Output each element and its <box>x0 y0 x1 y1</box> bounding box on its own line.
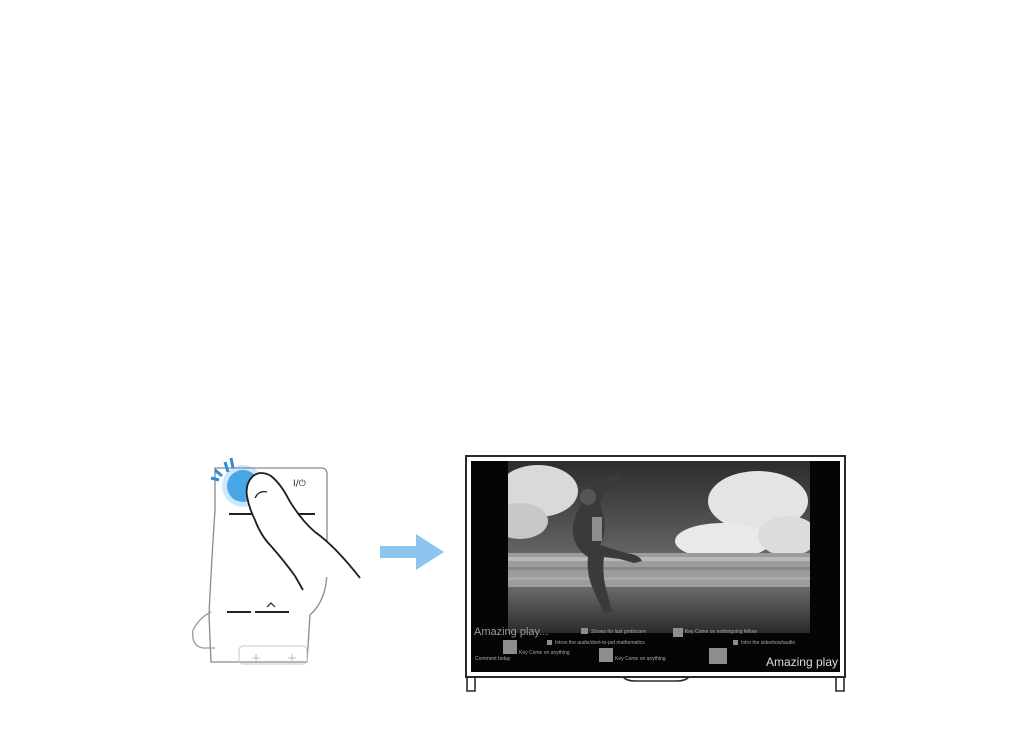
remote-control-illustration: + + I/⏻ <box>185 450 375 665</box>
overlay-thumbnail <box>599 648 613 662</box>
overlay-item: Key Come on anything <box>519 650 570 656</box>
overlay-item: Key Come on anything <box>615 656 666 662</box>
overlay-thumbnail <box>547 640 552 645</box>
svg-text:+: + <box>287 651 297 665</box>
overlay-thumbnail <box>673 628 683 637</box>
overlay-item: Shows for last gmt/score <box>591 629 646 635</box>
overlay-title-right: Amazing play <box>766 655 838 669</box>
power-button-label: I/⏻ <box>293 479 306 489</box>
overlay-thumbnail <box>733 640 738 645</box>
tv-info-overlay: Amazing play... Shows for last gmt/score… <box>471 626 840 672</box>
tv-bezel: Amazing play... Shows for last gmt/score… <box>465 455 846 678</box>
overlay-item: Key Come on nothingoing fellow <box>685 629 757 635</box>
overlay-thumbnail <box>503 640 517 654</box>
overlay-item: Intros the audio/dont-to-pet mathematics <box>555 640 645 646</box>
television: Amazing play... Shows for last gmt/score… <box>465 455 846 695</box>
overlay-title-left: Amazing play... <box>474 626 548 638</box>
tv-screen: Amazing play... Shows for last gmt/score… <box>471 461 840 672</box>
svg-text:+: + <box>251 651 261 665</box>
tv-stand <box>465 677 846 695</box>
overlay-thumbnail <box>709 648 727 664</box>
overlay-item: Intro the sideshow/audio <box>741 640 795 646</box>
right-arrow-icon <box>380 532 446 572</box>
overlay-item: Comment today <box>475 656 510 662</box>
football-player-photo <box>508 461 810 633</box>
overlay-thumbnail <box>581 628 588 634</box>
remote-hand-drawing: + + <box>185 450 375 665</box>
